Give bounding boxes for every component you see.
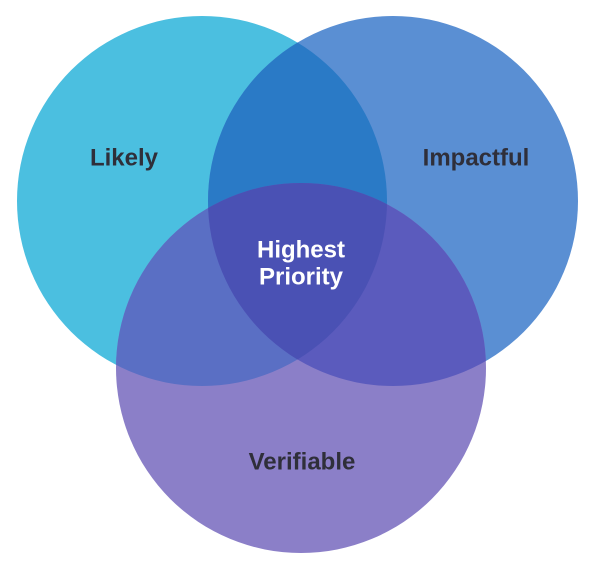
label-highest: Highest (257, 236, 345, 263)
label-verifiable: Verifiable (249, 448, 356, 475)
label-impactful: Impactful (423, 144, 530, 171)
label-likely: Likely (90, 144, 159, 171)
label-priority: Priority (259, 263, 344, 290)
